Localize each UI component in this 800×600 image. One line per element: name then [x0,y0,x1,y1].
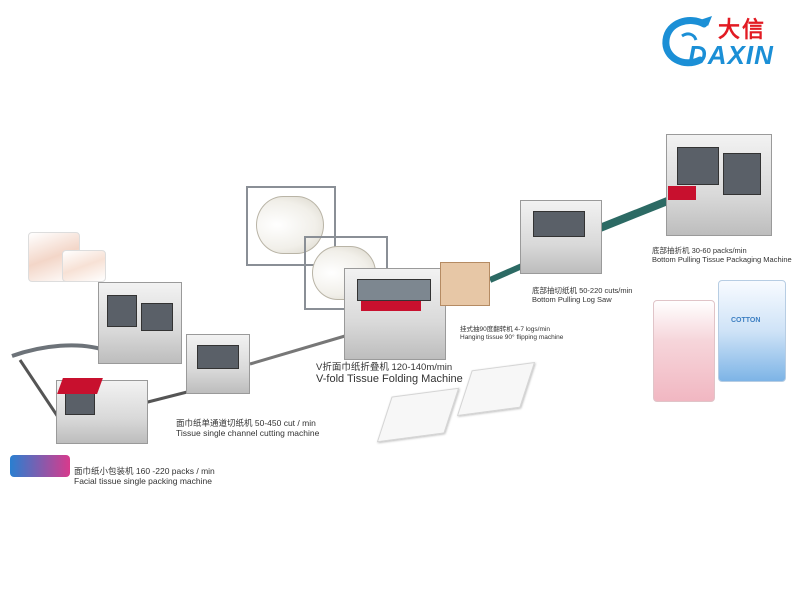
log-accumulator [440,262,490,306]
caption-cn: 面巾纸小包装机 160 -220 packs / min [74,466,215,476]
caption-en: Bottom Pulling Log Saw [532,295,612,304]
caption-vfold-machine: V折面巾纸折叠机 120-140m/min V-fold Tissue Fold… [316,362,463,387]
tissue-product-pink [653,300,715,402]
tissue-products-sample-left-2 [62,250,106,282]
machine-window [141,303,173,331]
cotton-label: COTTON [731,317,761,324]
facial-tissue-pack-blue [10,455,70,477]
tissue-cutting-machine-left [98,282,182,364]
red-roller [57,378,103,394]
caption-single-packing: 面巾纸小包装机 160 -220 packs / min Facial tiss… [74,466,215,486]
caption-en: Bottom Pulling Tissue Packaging Machine [652,255,792,264]
machine-window [197,345,239,369]
tissue-product-blue: COTTON [718,280,786,382]
caption-en: Tissue single channel cutting machine [176,428,320,439]
machine-window [723,153,761,195]
bottom-pulling-packaging-machine [666,134,772,236]
caption-cn: 面巾纸单通道切纸机 50-450 cut / min [176,418,316,428]
caption-packaging-machine: 底部抽折机 30-60 packs/min Bottom Pulling Tis… [652,246,792,264]
caption-cn: V折面巾纸折叠机 120-140m/min [316,362,453,373]
caption-single-channel-cutting: 面巾纸单通道切纸机 50-450 cut / min Tissue single… [176,418,319,438]
logo-english-text: DAXIN [688,40,774,70]
single-channel-cutting-machine [186,334,250,394]
unwind-stand-frame-1 [246,186,336,266]
caption-en: Hanging tissue 90° flipping machine [460,333,564,341]
machine-window [65,391,95,415]
red-roller [668,186,696,200]
caption-en: Facial tissue single packing machine [74,476,212,487]
dragon-icon [662,16,712,67]
vfold-folding-machine [344,268,446,360]
caption-log-saw: 底部抽切纸机 50-220 cuts/min Bottom Pulling Lo… [532,286,632,304]
machine-window [677,147,719,185]
bottom-pulling-log-saw [520,200,602,274]
machine-window [533,211,585,237]
caption-flipping-machine: 挂式抽90度翻转机 4-7 logs/min Hanging tissue 90… [460,326,563,342]
caption-cn: 底部抽折机 30-60 packs/min [652,246,747,255]
caption-cn: 挂式抽90度翻转机 4-7 logs/min [460,326,550,333]
caption-cn: 底部抽切纸机 50-220 cuts/min [532,286,633,295]
daxin-logo: 大信 DAXIN [660,8,800,70]
paper-roll-1 [256,196,324,254]
logo-chinese-text: 大信 [718,18,767,43]
machine-window [357,279,431,301]
machine-window [107,295,137,327]
caption-en: V-fold Tissue Folding Machine [316,373,463,386]
red-roller [361,301,421,311]
